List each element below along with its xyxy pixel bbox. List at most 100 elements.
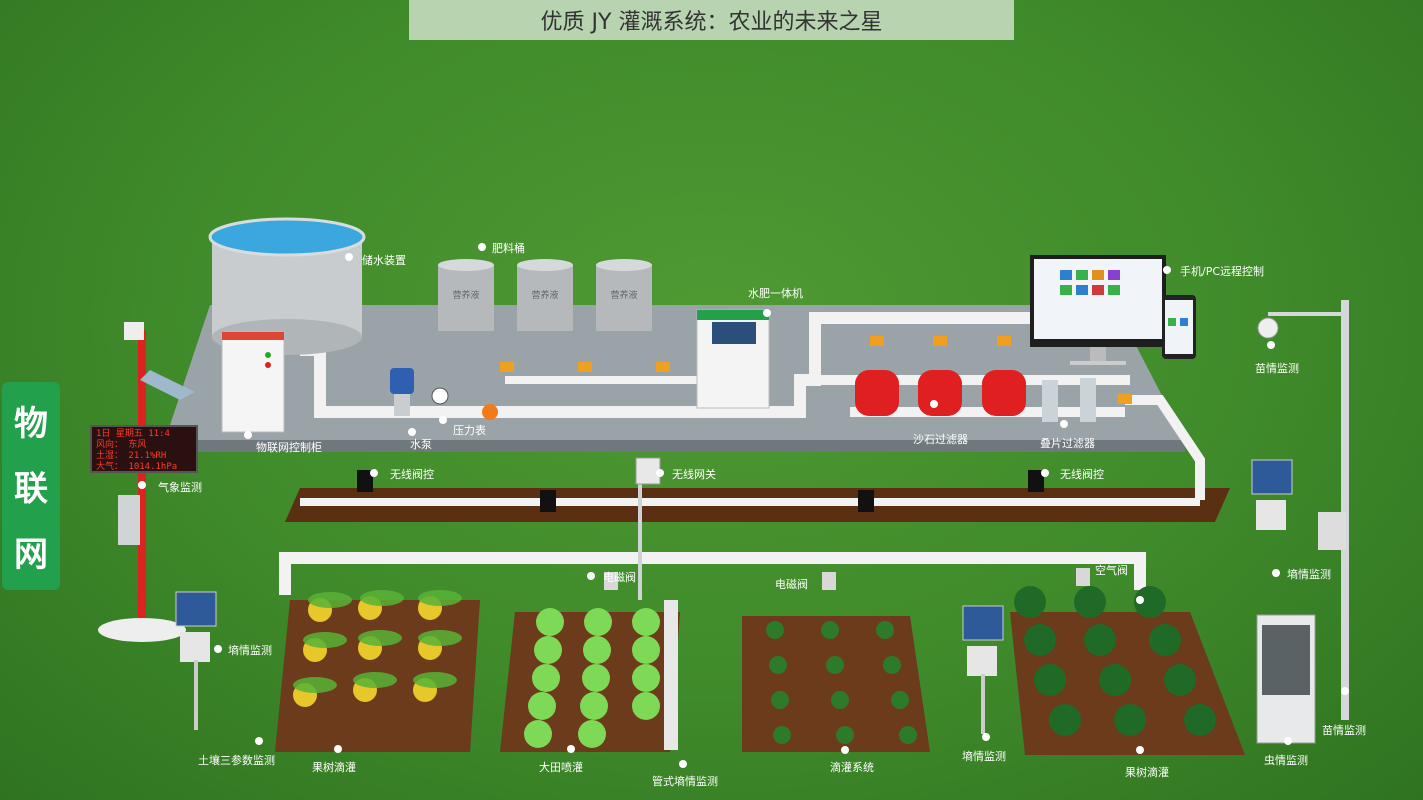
- label-solenoid-mid: 电磁阀: [775, 577, 808, 591]
- tank-1-label: 营养液: [452, 289, 479, 301]
- camera-dome: [1257, 317, 1279, 339]
- label-soil-moisture-left: 墒情监测: [228, 644, 272, 657]
- solar-panel-left: [175, 591, 217, 627]
- pipe-valve: [482, 404, 498, 420]
- label-weather-monitor: 气象监测: [158, 480, 202, 494]
- badge-char-3: 网: [14, 534, 48, 575]
- iot-side-badge: 物 联 网: [2, 382, 60, 590]
- led-line-4: 大气： 1014.1hPa: [96, 462, 178, 472]
- label-seedling-monitor-top: 苗情监测: [1255, 362, 1299, 375]
- soil-sensor-right: [1256, 500, 1286, 530]
- disc-filter-1: [1042, 380, 1058, 422]
- filter-valve-3: [997, 336, 1011, 346]
- label-remote-control: 手机/PC远程控制: [1180, 264, 1264, 278]
- wireless-valve-1: [357, 470, 373, 492]
- soil-sensor-mid-pole: [981, 674, 985, 734]
- label-soil-moisture-right: 墒情监测: [1287, 568, 1331, 581]
- mobile-phone: [1162, 295, 1196, 359]
- disc-filter-2: [1080, 378, 1096, 422]
- label-iot-cabinet: 物联网控制柜: [256, 440, 322, 454]
- fert-valve-1: [500, 362, 514, 372]
- label-water-storage: 储水装置: [362, 253, 406, 267]
- led-line-1: 1日 星期五 11:4: [96, 429, 170, 439]
- tank-2-label: 营养液: [531, 289, 558, 301]
- led-line-2: 风向： 东风: [96, 440, 147, 450]
- outlet-pipe: [1125, 395, 1205, 500]
- label-soil-3param: 土壤三参数监测: [198, 753, 275, 767]
- label-water-fertilizer-unit: 水肥一体机: [748, 286, 803, 300]
- label-drip-system: 滴灌系统: [830, 760, 874, 774]
- label-fertilizer-bucket: 肥料桶: [492, 241, 525, 255]
- label-wireless-valve-right: 无线阀控: [1060, 467, 1104, 481]
- soil-sensor-left-pole: [194, 660, 198, 730]
- label-pressure-gauge: 压力表: [453, 423, 486, 437]
- label-orchard-drip-left: 果树滴灌: [312, 760, 356, 774]
- fertilizer-tank-1: [438, 259, 494, 331]
- badge-char-1: 物: [14, 404, 48, 445]
- label-air-valve: 空气阀: [1095, 563, 1128, 577]
- air-valve: [1076, 568, 1090, 586]
- label-sand-filter: 沙石过滤器: [913, 433, 968, 446]
- label-field-sprinkler: 大田喷灌: [539, 760, 583, 774]
- filter-valve-2: [933, 336, 947, 346]
- fert-valve-3: [656, 362, 670, 372]
- banana-leaves: [293, 590, 462, 693]
- label-pump: 水泵: [410, 438, 432, 451]
- orchard-trees: [1014, 586, 1216, 736]
- camera-pole: [1341, 300, 1349, 720]
- lettuce-crops: [524, 608, 660, 748]
- water-storage-tank: [208, 217, 366, 355]
- wireless-valve-4: [1028, 470, 1044, 492]
- label-orchard-drip-right: 果树滴灌: [1125, 765, 1169, 779]
- label-solenoid-left: 电磁阀: [603, 570, 636, 584]
- page-title: 优质 JY 灌溉系统：农业的未来之星: [540, 10, 883, 35]
- iot-cabinet: [221, 331, 285, 433]
- camera-arm: [1268, 312, 1348, 316]
- pressure-gauge: [431, 387, 449, 405]
- water-pump: [390, 368, 414, 416]
- wireless-gateway-box: [635, 457, 661, 485]
- soil-sensor-left: [180, 632, 210, 662]
- sand-filter-2: [918, 370, 962, 416]
- soil-sensor-mid: [967, 646, 997, 676]
- fertilizer-tank-2: [517, 259, 573, 331]
- label-wireless-gateway: 无线网关: [672, 467, 716, 481]
- pole-box: [1318, 512, 1346, 550]
- solenoid-valve-mid: [822, 572, 836, 590]
- weather-station: [98, 322, 195, 642]
- solenoid-valve-left: [604, 572, 618, 590]
- solar-panel-right: [1251, 459, 1293, 495]
- sand-filter-3: [982, 370, 1026, 416]
- water-fertilizer-machine: [696, 309, 770, 409]
- pipe-soil-sensor: [664, 600, 678, 750]
- platform-edge: [165, 440, 1185, 452]
- drip-crops: [766, 621, 917, 744]
- field-distribution-pipe: [279, 552, 1146, 595]
- label-seedling-monitor-bottom: 苗情监测: [1322, 724, 1366, 737]
- main-pipe: [300, 312, 1030, 418]
- solar-panel-mid: [962, 605, 1004, 641]
- label-pest-monitor: 虫情监测: [1264, 754, 1308, 767]
- filter-valve-1: [870, 336, 884, 346]
- wireless-valve-3: [858, 490, 874, 512]
- label-soil-moisture-mid: 墒情监测: [962, 750, 1006, 763]
- pc-monitor: [1030, 255, 1166, 365]
- sand-filter-1: [855, 370, 899, 416]
- led-line-3: 土湿： 21.1%RH: [96, 451, 167, 461]
- badge-char-2: 联: [14, 469, 48, 510]
- wireless-valve-2: [540, 490, 556, 512]
- label-markers: [138, 243, 1349, 768]
- plot-drip: [742, 616, 930, 752]
- label-pipe-soil-monitor: 管式墒情监测: [652, 774, 718, 788]
- pest-monitor-cabinet: [1256, 614, 1316, 744]
- title-bar: 优质 JY 灌溉系统：农业的未来之星: [409, 0, 1014, 40]
- fert-valve-2: [578, 362, 592, 372]
- weather-led-display: 1日 星期五 11:4 风向： 东风 土湿： 21.1%RH 大气： 1014.…: [90, 425, 198, 473]
- fertilizer-tank-3: [596, 259, 652, 331]
- label-wireless-valve-left: 无线阀控: [390, 467, 434, 481]
- outlet-valve: [1118, 394, 1132, 404]
- label-disc-filter: 叠片过滤器: [1040, 437, 1095, 450]
- tank-3-label: 营养液: [610, 289, 637, 301]
